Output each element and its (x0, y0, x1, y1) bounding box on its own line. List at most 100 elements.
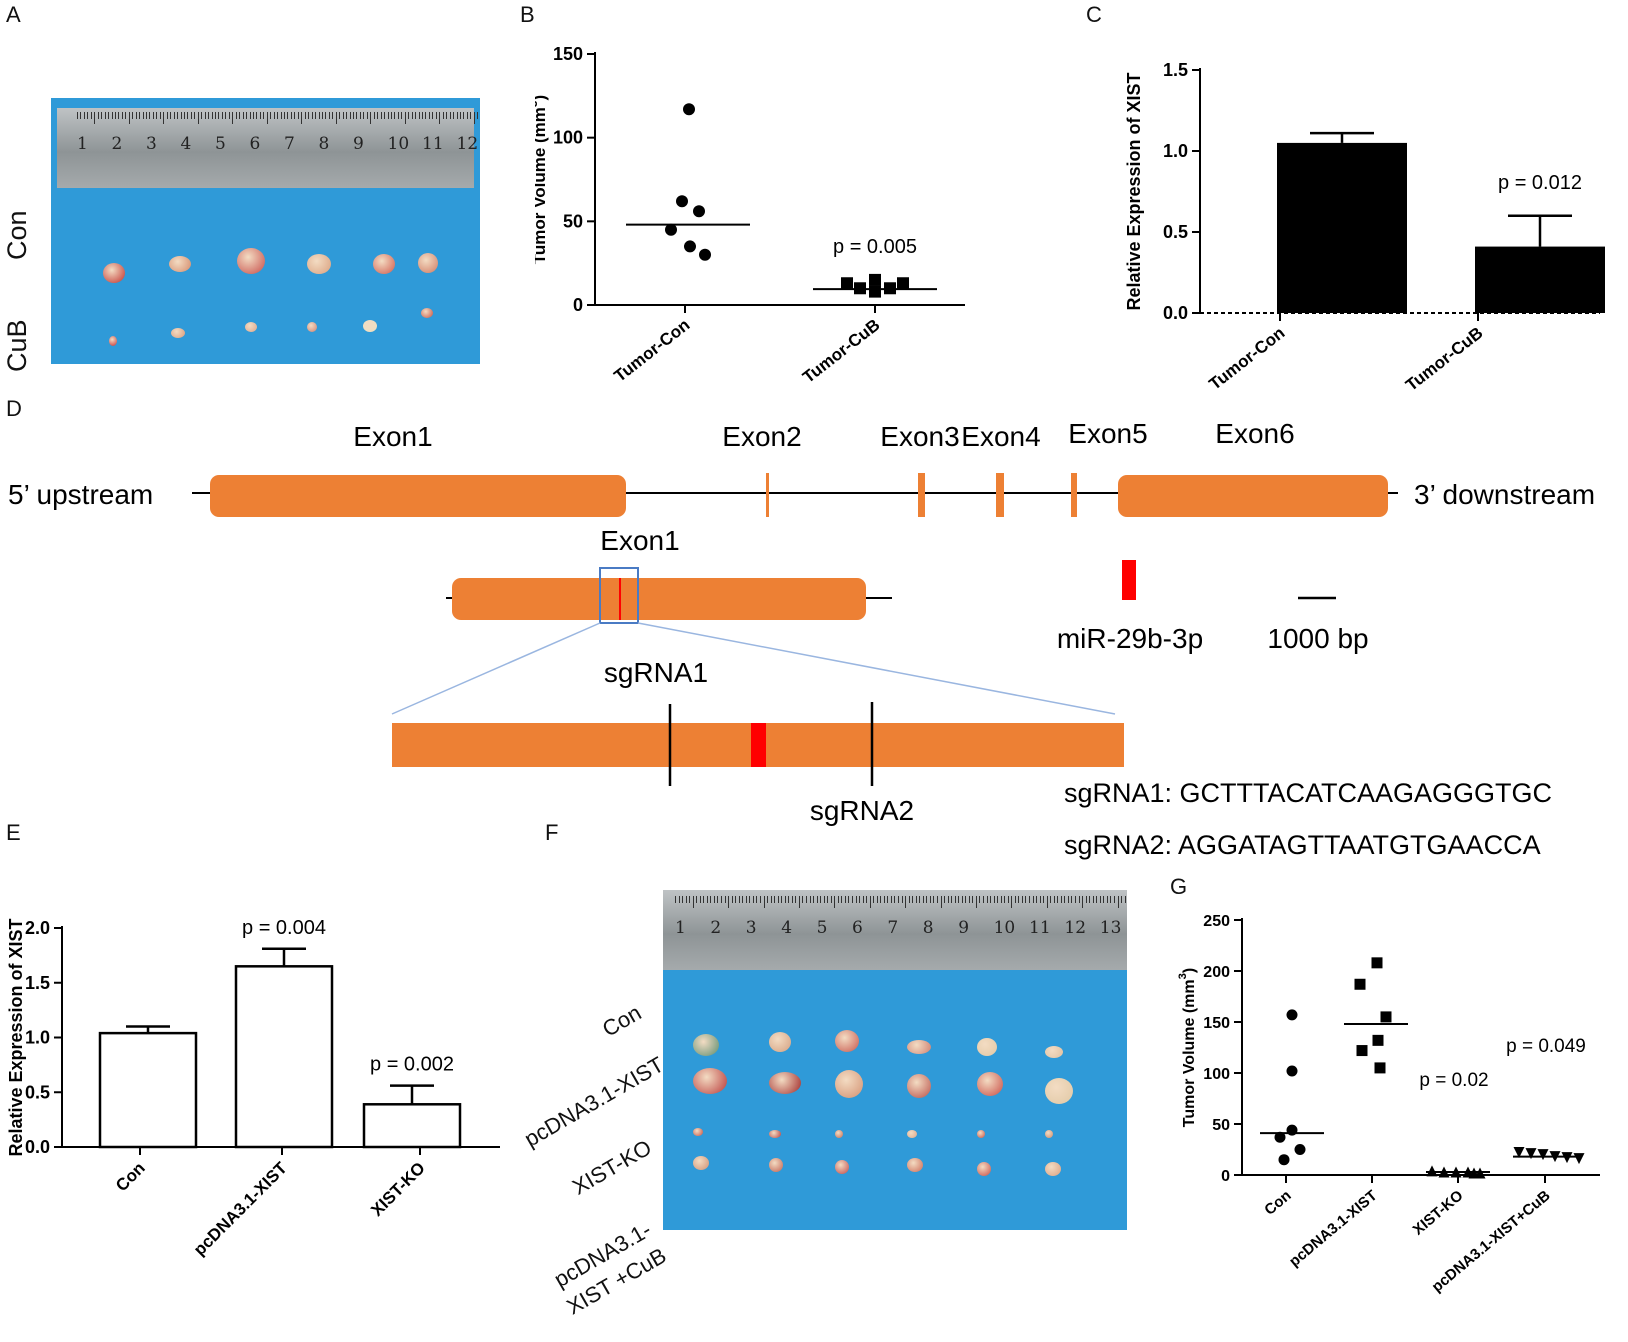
ruler-tick (408, 112, 410, 119)
data-point (1468, 1167, 1480, 1179)
x-category-label: pcDNA3.1-XIST (190, 1158, 291, 1259)
data-point (1513, 1147, 1525, 1159)
legend-mir-label: miR-29b-3p (1057, 623, 1203, 654)
tumor-sample (1045, 1046, 1063, 1058)
ruler-number: 1 (77, 134, 88, 154)
x-category-label: Tumor-Con (611, 315, 694, 386)
ruler-tick (922, 896, 924, 903)
ruler-tick (132, 112, 134, 119)
y-tick-label: 0.5 (25, 1082, 50, 1102)
ruler-tick (121, 112, 123, 119)
ruler-tick (180, 112, 182, 119)
ruler-tick (795, 896, 797, 903)
ruler-number: 2 (111, 134, 123, 154)
ruler-tick (266, 112, 268, 124)
ruler-a (57, 108, 474, 188)
ruler-tick (880, 896, 882, 903)
ruler-number: 2 (710, 918, 722, 938)
ruler-tick (915, 896, 917, 903)
ruler-tick (135, 112, 137, 119)
tumor-sample (769, 1130, 781, 1138)
exon4-block (996, 473, 1004, 517)
ruler-tick (855, 896, 857, 903)
ruler-tick (890, 896, 892, 903)
ruler-tick (446, 112, 448, 119)
ruler-number: 4 (180, 134, 192, 154)
sgrna1-sequence: sgRNA1: GCTTTACATCAAGAGGGTGC (1064, 778, 1552, 808)
legend-mir-swatch (1122, 560, 1136, 600)
ruler-tick (108, 112, 110, 119)
ruler-tick (77, 112, 78, 119)
ruler-tick (173, 112, 175, 119)
ruler-tick (394, 112, 396, 119)
tumor-sample (907, 1074, 931, 1098)
ruler-tick (1113, 896, 1115, 903)
ruler-tick (208, 112, 210, 119)
data-point (1537, 1149, 1549, 1161)
ruler-tick (947, 896, 949, 903)
ruler-tick (696, 896, 698, 903)
ruler-tick (246, 112, 248, 119)
ruler-tick (94, 112, 96, 124)
tumor-sample (693, 1156, 709, 1170)
ruler-tick (259, 112, 261, 119)
ruler-tick (777, 896, 779, 903)
ruler-tick (848, 896, 850, 903)
tumor-sample (977, 1038, 997, 1056)
ruler-tick (844, 896, 846, 903)
ruler-number: 7 (887, 918, 899, 938)
y-tick-label: 200 (1203, 964, 1230, 981)
ruler-tick (830, 896, 832, 903)
ruler-tick (384, 112, 386, 119)
ruler-tick (346, 112, 348, 119)
ruler-tick (813, 896, 815, 903)
ruler-tick (997, 896, 999, 903)
row-label-xist-f: pcDNA3.1-XIST (520, 1051, 669, 1152)
ruler-tick (873, 896, 875, 903)
tumor-sample (363, 320, 377, 332)
ruler-tick (287, 112, 289, 119)
row-label-xist-cub-f: pcDNA3.1-XIST +CuB (549, 1216, 671, 1320)
ruler-tick (965, 896, 967, 903)
zoom-guide-right (637, 622, 1116, 715)
ruler-tick (232, 112, 234, 124)
ruler-tick (256, 112, 258, 119)
tumor-sample (835, 1030, 859, 1052)
y-axis-label: Tumor Volume (mm3) (535, 95, 549, 264)
ruler-tick (982, 896, 984, 903)
exon6-block (1118, 475, 1388, 517)
ruler-tick (954, 896, 956, 903)
x-category-label: Tumor-CuB (799, 315, 883, 387)
ruler-tick (1053, 896, 1055, 903)
tumor-sample (769, 1072, 801, 1094)
ruler-tick (366, 112, 368, 119)
y-tick-label: 100 (1203, 1066, 1230, 1083)
sgrna1-label: sgRNA1 (604, 657, 708, 688)
ruler-tick (321, 112, 323, 119)
tumor-sample (307, 254, 331, 274)
ruler-tick (277, 112, 279, 119)
ruler-tick (377, 112, 379, 119)
ruler-tick (221, 112, 223, 119)
ruler-tick (325, 112, 327, 119)
x-category-label: Con (112, 1158, 149, 1195)
tumor-sample (169, 256, 191, 272)
tumor-sample (907, 1040, 931, 1054)
ruler-number: 8 (318, 134, 330, 154)
ruler-tick (774, 896, 776, 903)
legend-scale-label: 1000 bp (1267, 623, 1368, 654)
ruler-tick (170, 112, 172, 119)
ruler-tick (784, 896, 786, 903)
ruler-tick (197, 112, 199, 124)
row-label-cub-a: CuB (2, 319, 32, 372)
ruler-tick (1000, 896, 1002, 903)
bar (1277, 142, 1407, 313)
ruler-number: 4 (781, 918, 793, 938)
x-category-label: XIST-KO (1410, 1187, 1467, 1239)
data-point (1374, 1062, 1386, 1074)
ruler-tick (239, 112, 241, 119)
ruler-tick (1032, 896, 1034, 903)
bar (234, 965, 334, 1149)
ruler-tick (114, 112, 116, 119)
